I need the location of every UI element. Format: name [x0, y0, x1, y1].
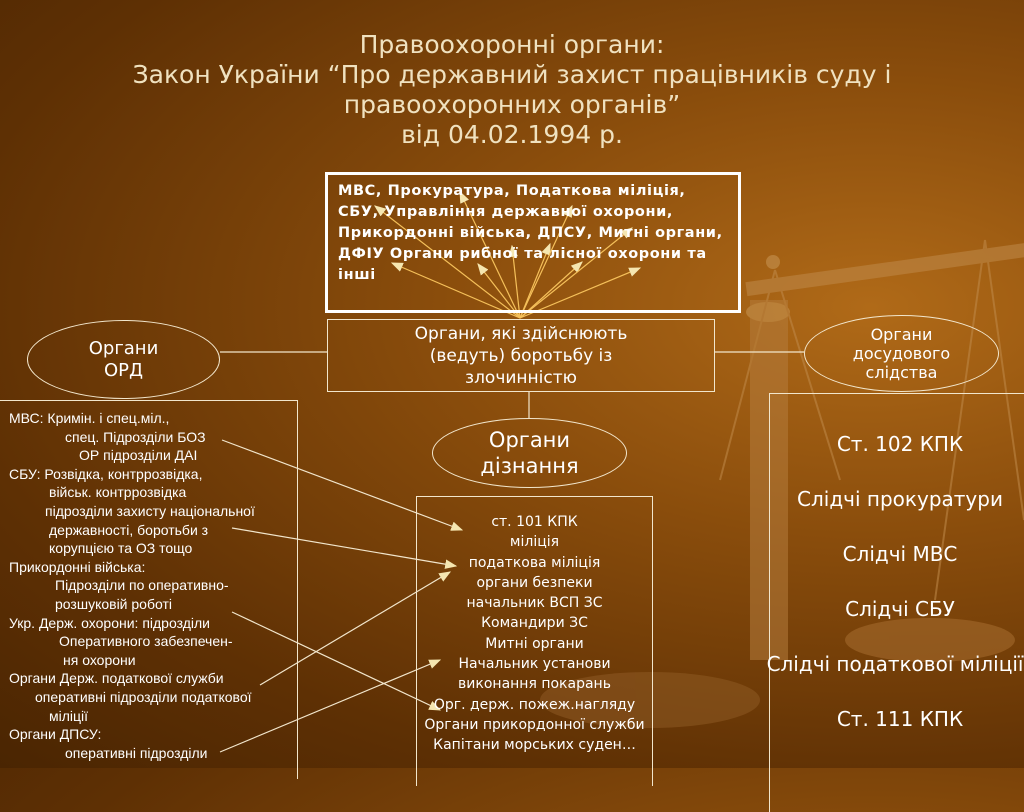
title-line: правоохоронних органів” — [0, 90, 1024, 120]
list-item: Ст. 111 КПК — [770, 707, 1024, 762]
list-item: Капітани морських суден… — [417, 735, 652, 755]
list-item: військ. контррозвідка — [9, 483, 297, 502]
list-item: Митні органи — [417, 634, 652, 654]
pretrial-investigation-ellipse: Органи досудового слідства — [804, 315, 999, 392]
list-item: оперативні підрозділи податкової — [9, 688, 297, 707]
agencies-box: МВС, Прокуратура, Податкова міліція, СБУ… — [325, 172, 741, 313]
list-item: ст. 101 КПК — [417, 512, 652, 532]
agencies-line: інші — [338, 265, 730, 286]
list-item: Орг. держ. пожеж.нагляду — [417, 695, 652, 715]
ord-units-list: МВС: Кримін. і спец.міл., спец. Підрозді… — [0, 400, 298, 779]
agencies-line: ДФІУ Органи рибної та лісної охорони та — [338, 244, 730, 265]
list-item: Слідчі МВС — [770, 542, 1024, 597]
list-item: Органи Держ. податкової служби — [9, 669, 297, 688]
inquiry-bodies-list: ст. 101 КПК міліція податкова міліція ор… — [416, 496, 653, 786]
list-item: ня охорони — [9, 651, 297, 670]
list-item: міліції — [9, 707, 297, 726]
page-title: Правоохоронні органи: Закон України “Про… — [0, 30, 1024, 150]
list-item: Слідчі СБУ — [770, 597, 1024, 652]
list-item: Начальник установи — [417, 654, 652, 674]
inquiry-label: дізнання — [480, 453, 578, 479]
center-box-line: злочинністю — [328, 367, 714, 389]
list-item: Укр. Держ. охорони: підрозділи — [9, 614, 297, 633]
list-item: Оперативного забезпечен- — [9, 632, 297, 651]
list-item: державності, боротьби з — [9, 521, 297, 540]
list-item: Прикордонні війська: — [9, 558, 297, 577]
list-item: Слідчі прокуратури — [770, 487, 1024, 542]
list-item: Підрозділи по оперативно- — [9, 576, 297, 595]
inquiry-label: Органи — [480, 427, 578, 453]
list-item: Органи прикордонної служби — [417, 715, 652, 735]
center-box-line: Органи, які здійснюють — [328, 323, 714, 345]
list-item: підрозділи захисту національної — [9, 502, 297, 521]
investigators-list: Ст. 102 КПК Слідчі прокуратури Слідчі МВ… — [769, 393, 1024, 812]
crime-fighting-bodies-box: Органи, які здійснюють (ведуть) боротьбу… — [327, 319, 715, 392]
ord-bodies-ellipse: Органи ОРД — [27, 320, 220, 399]
list-item: Органи ДПСУ: — [9, 725, 297, 744]
list-item: ОР підрозділи ДАІ — [9, 446, 297, 465]
list-item: розшуковій роботі — [9, 595, 297, 614]
list-item: МВС: Кримін. і спец.міл., — [9, 409, 297, 428]
list-item: міліція — [417, 532, 652, 552]
list-item: спец. Підрозділи БОЗ — [9, 428, 297, 447]
list-item: Ст. 102 КПК — [770, 432, 1024, 487]
pretrial-label: слідства — [853, 363, 950, 382]
list-item: органи безпеки — [417, 573, 652, 593]
list-item: податкова міліція — [417, 553, 652, 573]
ord-label: Органи — [89, 338, 159, 360]
title-line: Закон України “Про державний захист прац… — [0, 60, 1024, 90]
list-item: Командири ЗС — [417, 613, 652, 633]
agencies-line: МВС, Прокуратура, Податкова міліція, — [338, 181, 730, 202]
list-item: Слідчі податкової міліції — [760, 652, 1024, 707]
center-box-line: (ведуть) боротьбу із — [328, 345, 714, 367]
pretrial-label: Органи — [853, 325, 950, 344]
pretrial-label: досудового — [853, 344, 950, 363]
list-item: начальник ВСП ЗС — [417, 593, 652, 613]
ord-label: ОРД — [89, 360, 159, 382]
title-line: Правоохоронні органи: — [0, 30, 1024, 60]
list-item: СБУ: Розвідка, контррозвідка, — [9, 465, 297, 484]
agencies-line: СБУ, Управління державної охорони, — [338, 202, 730, 223]
title-line: від 04.02.1994 р. — [0, 120, 1024, 150]
agencies-line: Прикордонні війська, ДПСУ, Митні органи, — [338, 223, 730, 244]
list-item: виконання покарань — [417, 674, 652, 694]
inquiry-bodies-ellipse: Органи дізнання — [432, 418, 627, 488]
list-item: корупцією та ОЗ тощо — [9, 539, 297, 558]
list-item: оперативні підрозділи — [9, 744, 297, 763]
